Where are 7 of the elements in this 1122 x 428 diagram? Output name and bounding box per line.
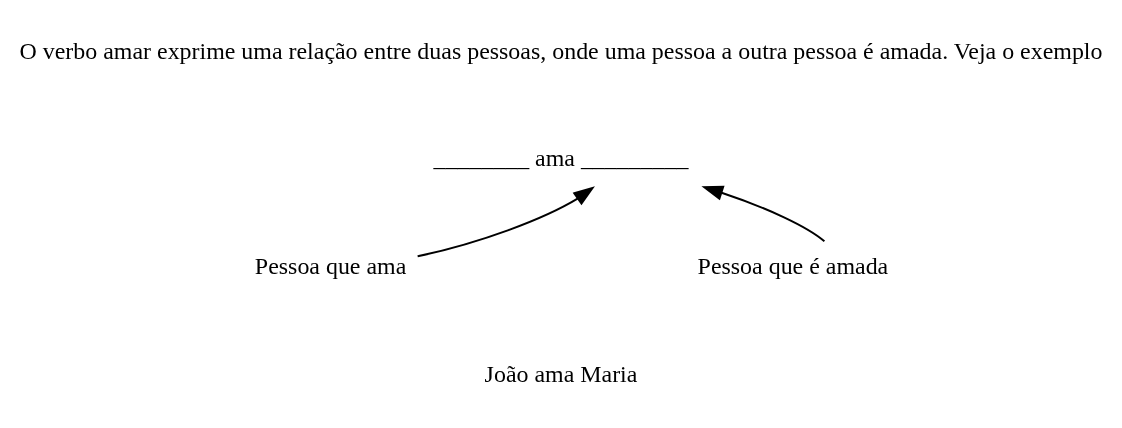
node-text: Pessoa que é amada <box>697 252 889 279</box>
arrow <box>701 185 826 242</box>
label: O verbo amar exprime uma relação entre duas pessoas, onde uma pessoa a outra pessoa é amada. Veja o exemplo <box>19 37 1103 64</box>
node-text: Pessoa que ama <box>254 252 407 279</box>
arrow <box>416 185 595 257</box>
label: João ama Maria <box>484 360 638 387</box>
node-text: ________ ama _________ <box>433 144 689 171</box>
